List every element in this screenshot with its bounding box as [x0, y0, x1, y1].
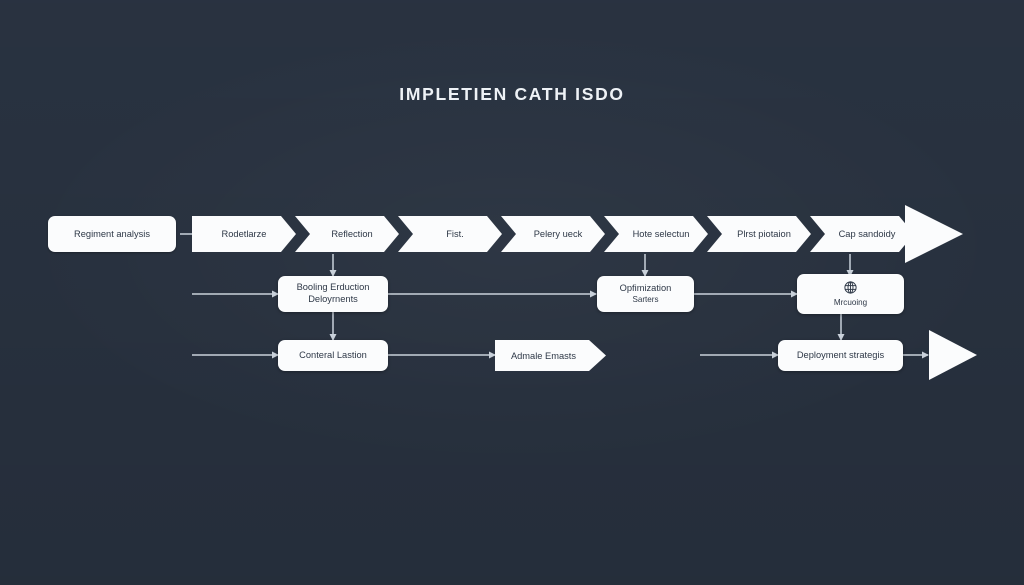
pipeline-stage-start[interactable]: Regiment analysis	[48, 216, 176, 252]
page-title: IMPLETIEN CATH ISDO	[399, 84, 625, 104]
pipeline-stage-start-label: Regiment analysis	[74, 229, 150, 239]
pipeline-stage-3[interactable]: Fist.	[398, 216, 502, 252]
pipeline-stage-3-label: Fist.	[446, 229, 464, 239]
row3-node-3-label: Deployment strategis	[796, 349, 885, 360]
pipeline-stage-5-label: Hote selectun	[632, 229, 690, 239]
row2-node-2[interactable]: Opfimization Sarters	[597, 276, 694, 312]
row3-node-1-label: Conteral Lastion	[299, 349, 367, 360]
pipeline-end-arrow-icon	[905, 205, 963, 263]
pipeline-chevron-band: Rodetlarze Reflection Fist. Pelery ueck …	[192, 216, 913, 252]
row2-node-2-line1: Opfimization	[619, 282, 672, 293]
row3-node-1[interactable]: Conteral Lastion	[278, 340, 388, 371]
pipeline-stage-7[interactable]: Cap sandoidy	[810, 216, 914, 252]
row3-end-arrow-icon	[929, 330, 977, 380]
pipeline-stage-2-label: Reflection	[331, 229, 373, 239]
pipeline-stage-7-label: Cap sandoidy	[838, 229, 896, 239]
row2-node-1-line1: Booling Erduction	[296, 282, 370, 293]
pipeline-stage-1[interactable]: Rodetlarze	[192, 216, 296, 252]
row3-node-3[interactable]: Deployment strategis	[778, 340, 903, 371]
pipeline-stage-1-label: Rodetlarze	[221, 229, 267, 239]
pipeline-stage-5[interactable]: Hote selectun	[604, 216, 708, 252]
row2-node-2-line2: Sarters	[632, 294, 659, 304]
row3-node-2-label: Admale Emasts	[510, 350, 577, 361]
row2-node-1[interactable]: Booling Erduction Deloyrnents	[278, 276, 388, 312]
pipeline-stage-2[interactable]: Reflection	[295, 216, 399, 252]
row2-node-3-label: Mrcuoing	[833, 297, 868, 307]
row2-node-1-line2: Deloyrnents	[308, 294, 358, 304]
pipeline-stage-4-label: Pelery ueck	[533, 229, 583, 239]
row3-node-2[interactable]: Admale Emasts	[495, 340, 606, 371]
pipeline-stage-6[interactable]: Plrst piotaion	[707, 216, 811, 252]
pipeline-stage-6-label: Plrst piotaion	[737, 229, 791, 239]
pipeline-stage-4[interactable]: Pelery ueck	[501, 216, 605, 252]
globe-icon	[844, 281, 857, 294]
row2-node-3[interactable]: Mrcuoing	[797, 274, 904, 314]
